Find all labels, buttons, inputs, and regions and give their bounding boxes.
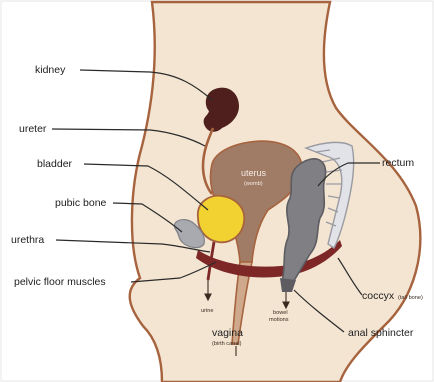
label-urine: urine bbox=[201, 308, 213, 314]
label-coccyx: coccyx bbox=[362, 290, 395, 302]
label-bowel-motions-line2: motions bbox=[269, 317, 289, 323]
label-vagina: vagina bbox=[212, 327, 243, 339]
label-ureter: ureter bbox=[19, 123, 47, 135]
label-pelvic-floor-muscles: pelvic floor muscles bbox=[14, 276, 106, 288]
bladder-shape bbox=[198, 196, 244, 243]
label-kidney: kidney bbox=[35, 64, 66, 76]
label-uterus: uterus bbox=[241, 168, 267, 178]
label-vagina-sub: (birth canal) bbox=[212, 341, 242, 347]
label-bladder: bladder bbox=[37, 158, 73, 170]
label-bowel-motions-line1: bowel bbox=[273, 310, 288, 316]
label-coccyx-sub: (tail bone) bbox=[398, 295, 423, 301]
label-urethra: urethra bbox=[11, 234, 44, 246]
label-pubic-bone: pubic bone bbox=[55, 197, 107, 209]
label-anal-sphincter: anal sphincter bbox=[348, 327, 414, 339]
label-rectum: rectum bbox=[382, 157, 414, 169]
label-uterus-sub: (womb) bbox=[244, 181, 263, 187]
